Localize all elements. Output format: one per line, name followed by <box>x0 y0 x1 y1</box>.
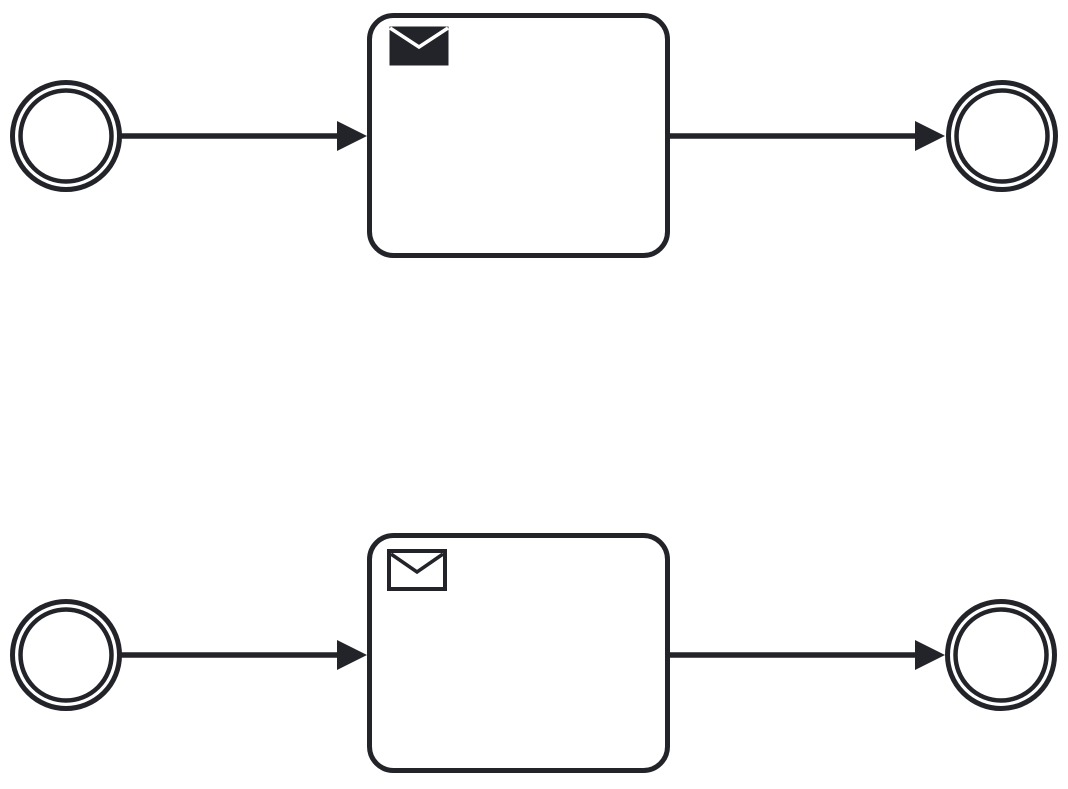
end-event[interactable] <box>946 80 1058 192</box>
event-outer-ring <box>10 599 122 711</box>
end-event[interactable] <box>945 599 1057 711</box>
event-inner-ring <box>18 88 114 184</box>
send-message-icon <box>388 25 450 67</box>
receive-task[interactable] <box>367 533 670 773</box>
arrowhead-icon <box>337 121 367 151</box>
sequence-flow[interactable] <box>120 121 367 151</box>
start-event[interactable] <box>10 80 122 192</box>
event-inner-ring <box>18 607 114 703</box>
event-inner-ring <box>953 607 1049 703</box>
task-shape <box>367 13 670 258</box>
process-row-send <box>10 13 1058 258</box>
arrowhead-icon <box>915 640 945 670</box>
event-outer-ring <box>945 599 1057 711</box>
envelope-flap <box>390 552 444 575</box>
event-outer-ring <box>946 80 1058 192</box>
start-event[interactable] <box>10 599 122 711</box>
sequence-flow[interactable] <box>670 121 945 151</box>
event-inner-ring <box>954 88 1050 184</box>
event-outer-ring <box>10 80 122 192</box>
sequence-flow[interactable] <box>670 640 945 670</box>
sequence-flow[interactable] <box>120 640 367 670</box>
arrowhead-icon <box>337 640 367 670</box>
receive-message-icon <box>387 549 447 591</box>
task-shape <box>367 533 670 773</box>
arrowhead-icon <box>915 121 945 151</box>
process-row-receive <box>10 533 1057 773</box>
envelope-flap <box>389 26 449 50</box>
send-task[interactable] <box>367 13 670 258</box>
